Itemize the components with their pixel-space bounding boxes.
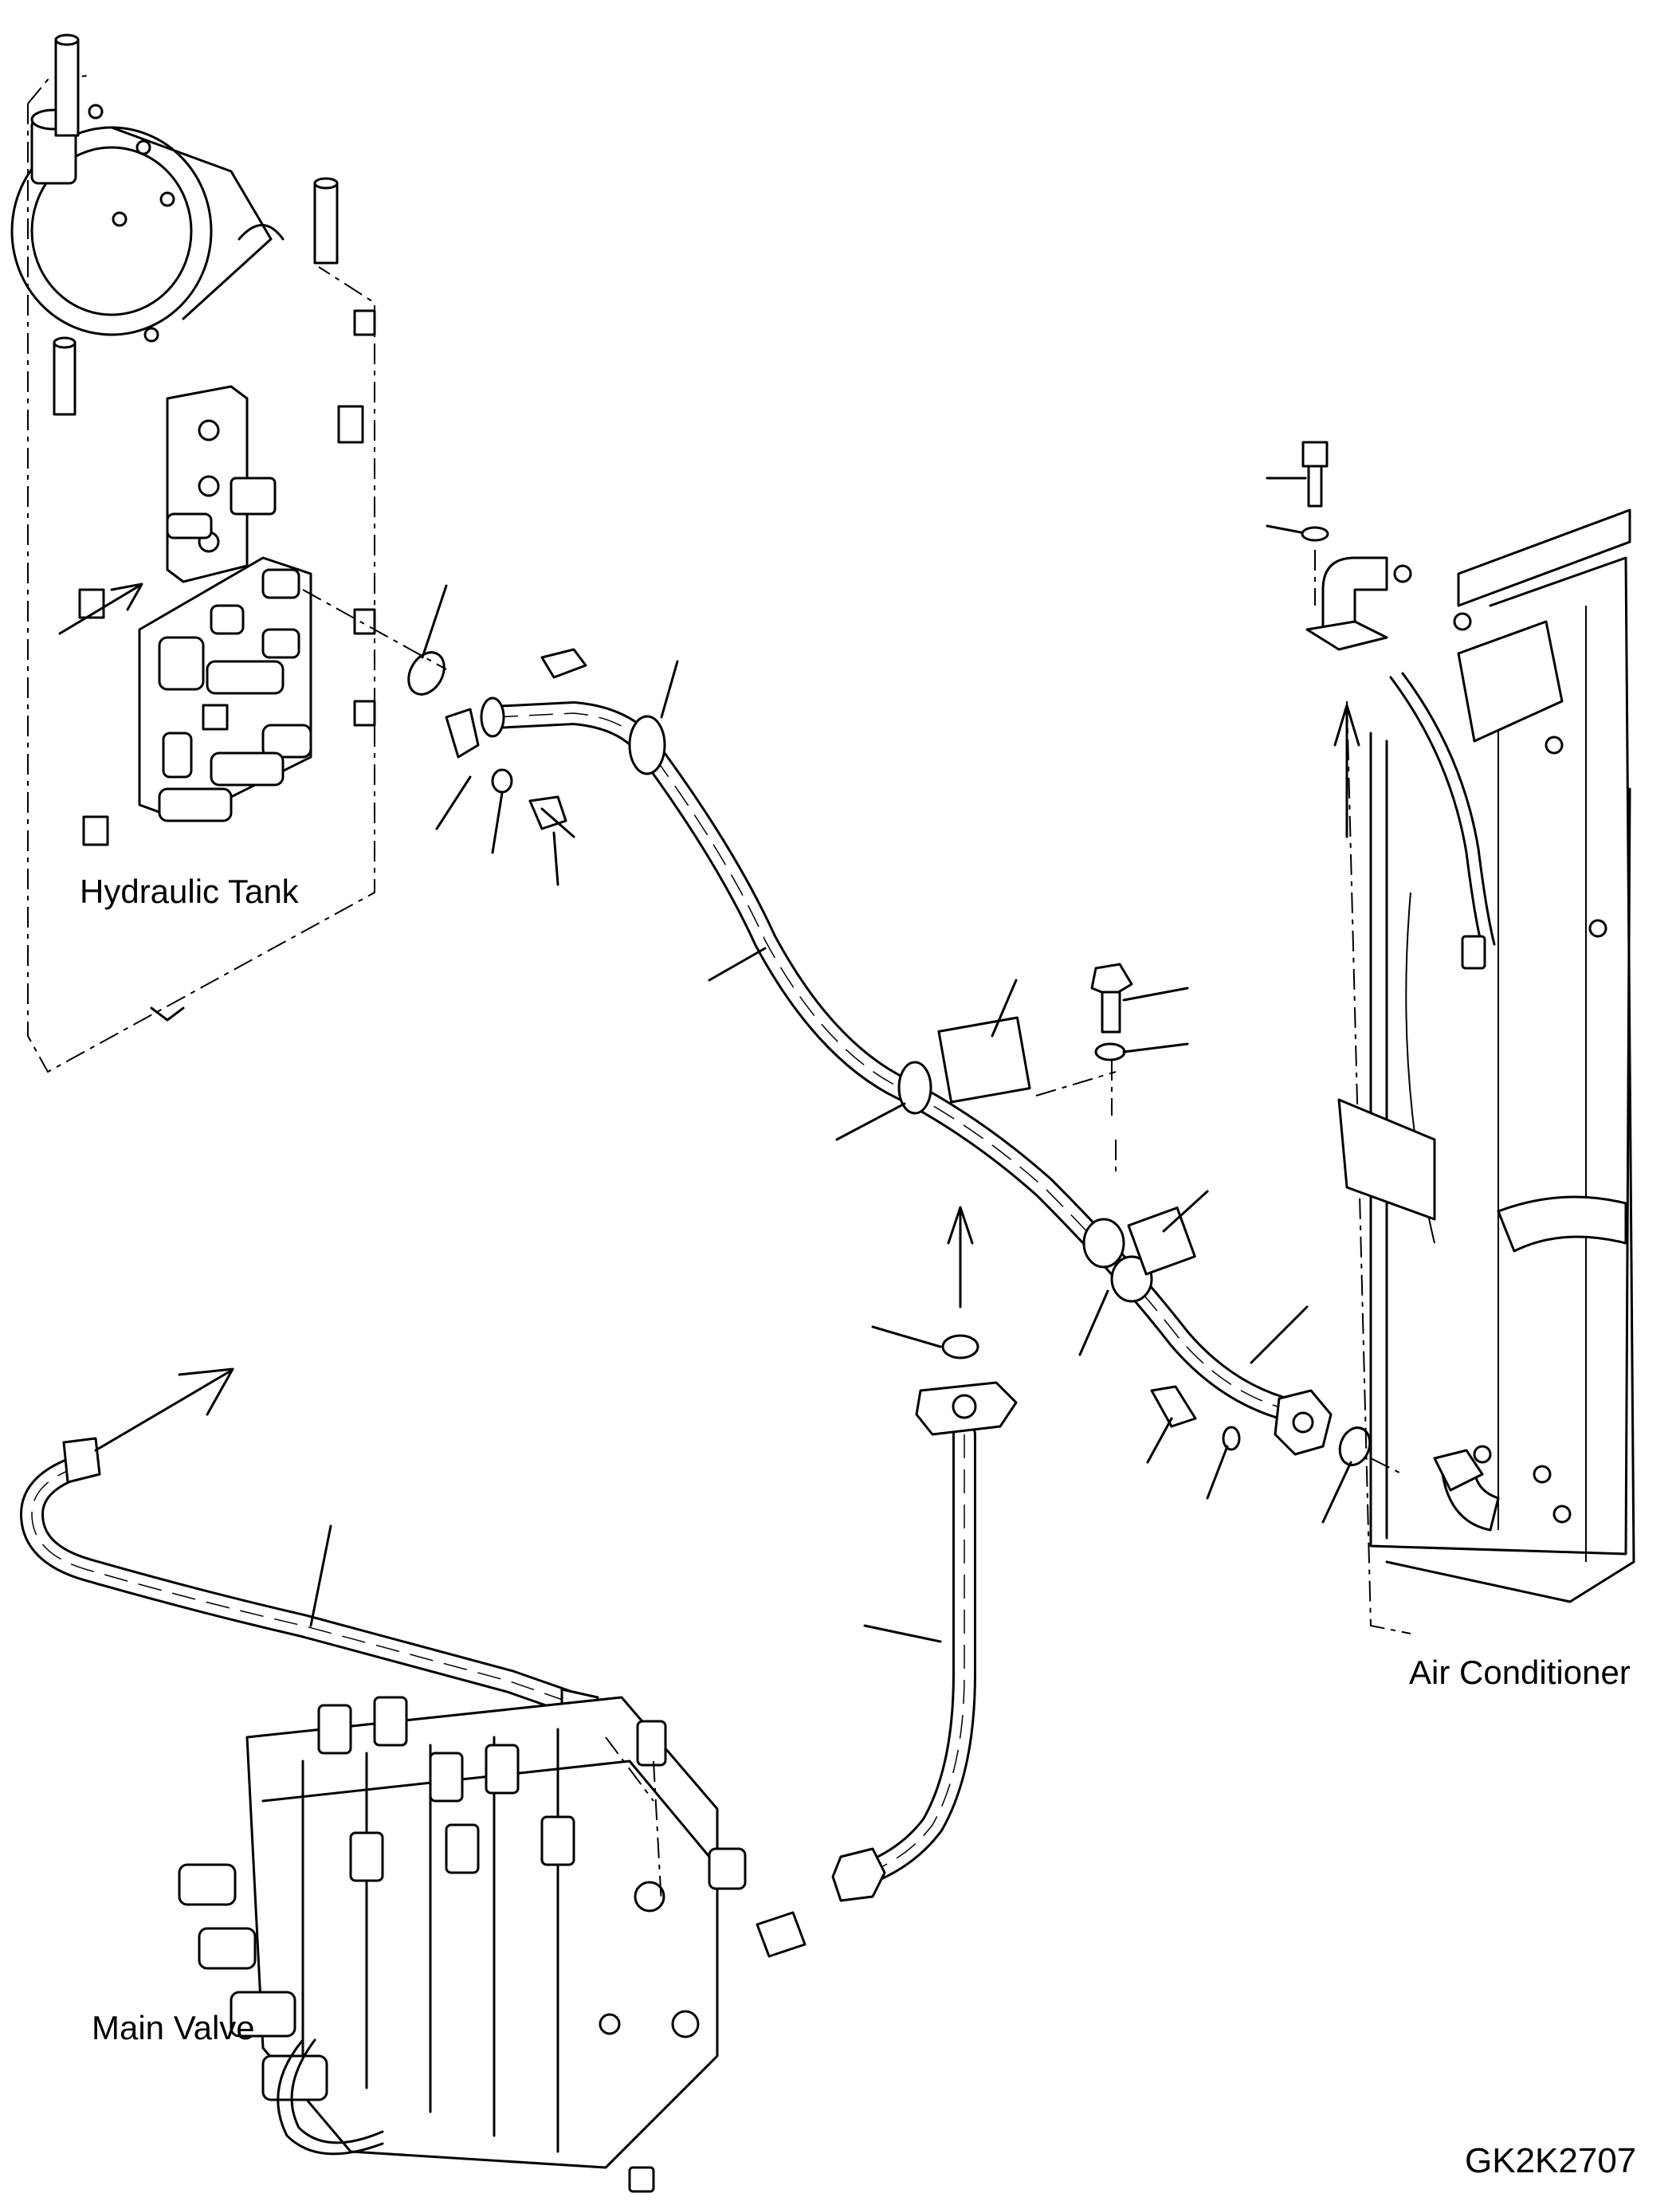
- drawing-code: GK2K2707: [1465, 2141, 1637, 2180]
- lower-left-hose-icon: [20, 1367, 602, 1731]
- hydraulic-tank-label: Hydraulic Tank: [80, 873, 299, 910]
- air-conditioner-icon: [1305, 508, 1635, 1634]
- centerlines: [302, 550, 1403, 1475]
- main-valve-icon: [178, 1696, 747, 2193]
- fasteners-icon: [407, 441, 1372, 1466]
- upper-hose-icon: [445, 648, 1333, 1456]
- leader-lines: [309, 477, 1352, 1643]
- hydraulic-tank-icon: [10, 33, 376, 1073]
- main-valve-label: Main Valve: [92, 2009, 255, 2046]
- air-conditioner-label: Air Conditioner: [1409, 1654, 1631, 1691]
- lower-center-hose-icon: [756, 1206, 1018, 1958]
